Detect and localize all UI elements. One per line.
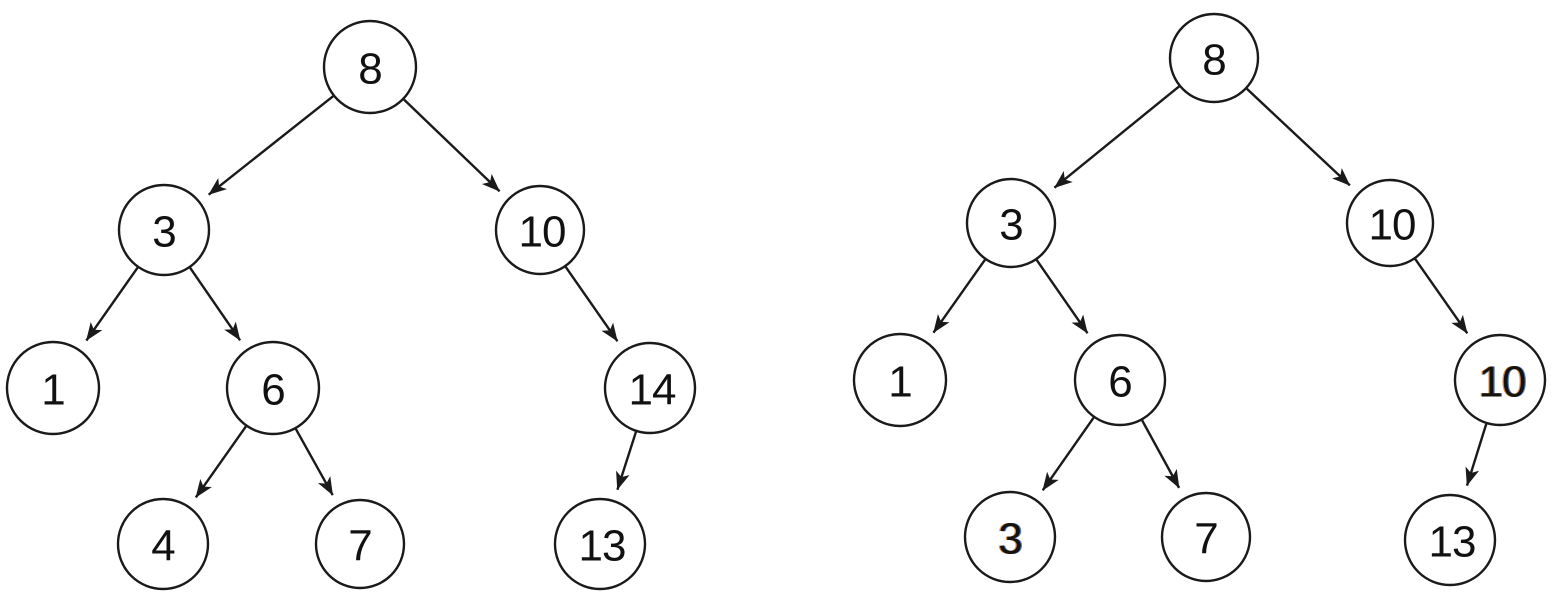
node-circle-L10	[494, 184, 586, 276]
node-circle-L1	[5, 340, 101, 436]
tree-node-R3b[interactable]: 3	[963, 490, 1057, 584]
tree-edge-L3-to-L6	[189, 267, 242, 341]
tree-node-R7[interactable]: 7	[1160, 491, 1252, 583]
node-circle-R3	[965, 177, 1057, 269]
node-label-L10: 10	[519, 208, 566, 257]
node-circle-R1	[852, 332, 948, 428]
tree-edge-L10-to-L14	[564, 266, 619, 342]
tree-node-L7[interactable]: 7	[314, 498, 406, 590]
tree-edge-L6-to-L4	[194, 425, 247, 499]
tree-edge-R6-to-R7	[1141, 419, 1181, 489]
tree-node-L1[interactable]: 1	[5, 340, 101, 436]
tree-edge-R10-to-R10b	[1414, 258, 1469, 335]
tree-node-R13[interactable]: 13	[1403, 493, 1497, 587]
node-label-L14: 14	[629, 366, 676, 415]
tree-node-L8[interactable]: 8	[322, 19, 418, 115]
node-circle-L3	[117, 183, 211, 277]
tree-edge-L3-to-L1	[85, 266, 139, 342]
tree-edge-R8-to-R10	[1246, 87, 1351, 187]
node-label-R10b: 10	[1479, 358, 1526, 407]
tree-edge-R6-to-R3b	[1041, 416, 1095, 492]
tree-edge-L14-to-L13	[616, 431, 638, 491]
node-circle-L14	[603, 341, 697, 435]
node-circle-L4	[116, 497, 210, 591]
node-circle-R10b	[1453, 333, 1547, 427]
node-label-L3: 3	[152, 208, 175, 257]
node-label-R10: 10	[1369, 201, 1416, 250]
node-circle-L6	[225, 340, 321, 436]
node-label-L8: 8	[358, 45, 381, 94]
node-label-L7: 7	[348, 522, 371, 571]
tree-edges-group	[85, 85, 1488, 499]
node-circle-L8	[322, 19, 418, 115]
tree-node-L13[interactable]: 13	[553, 497, 647, 591]
tree-node-L14[interactable]: 14	[603, 341, 697, 435]
node-circle-R10	[1345, 178, 1435, 268]
tree-node-R6[interactable]: 6	[1073, 333, 1167, 427]
tree-node-L6[interactable]: 6	[225, 340, 321, 436]
tree-edge-L6-to-L7	[294, 428, 334, 496]
node-circle-L7	[314, 498, 406, 590]
tree-edge-L8-to-L10	[403, 98, 501, 193]
tree-node-L4[interactable]: 4	[116, 497, 210, 591]
node-label-R13: 13	[1429, 518, 1476, 567]
node-label-R6: 6	[1108, 358, 1131, 407]
tree-node-R10b[interactable]: 10	[1453, 333, 1547, 427]
tree-edge-R3-to-R6	[1035, 259, 1089, 334]
node-circle-R7	[1160, 491, 1252, 583]
node-label-L1: 1	[41, 366, 64, 415]
tree-nodes-group: 8 3 10 1 6 14 4 7 13 8 3 10 1 6 10 3 7 13	[5, 12, 1547, 591]
tree-edge-R3-to-R1	[932, 259, 987, 334]
tree-node-R10[interactable]: 10	[1345, 178, 1435, 268]
tree-node-L3[interactable]: 3	[117, 183, 211, 277]
node-label-R8: 8	[1202, 36, 1225, 85]
node-circle-R6	[1073, 333, 1167, 427]
tree-node-R8[interactable]: 8	[1168, 12, 1260, 104]
node-label-L6: 6	[261, 366, 284, 415]
tree-edge-L8-to-L3	[207, 95, 334, 196]
tree-edge-R10b-to-R13	[1465, 423, 1488, 487]
tree-node-L10[interactable]: 10	[494, 184, 586, 276]
node-label-R7: 7	[1194, 515, 1217, 564]
node-label-L13: 13	[579, 522, 626, 571]
node-label-L4: 4	[151, 522, 175, 571]
node-circle-R3b	[963, 490, 1057, 584]
tree-edge-R8-to-R3	[1053, 85, 1180, 189]
node-circle-L13	[553, 497, 647, 591]
tree-node-R3[interactable]: 3	[965, 177, 1057, 269]
node-label-R1: 1	[888, 358, 911, 407]
node-circle-R13	[1403, 493, 1497, 587]
node-circle-R8	[1168, 12, 1260, 104]
node-label-R3b: 3	[998, 515, 1021, 564]
node-label-R3: 3	[999, 201, 1022, 250]
tree-node-R1[interactable]: 1	[852, 332, 948, 428]
